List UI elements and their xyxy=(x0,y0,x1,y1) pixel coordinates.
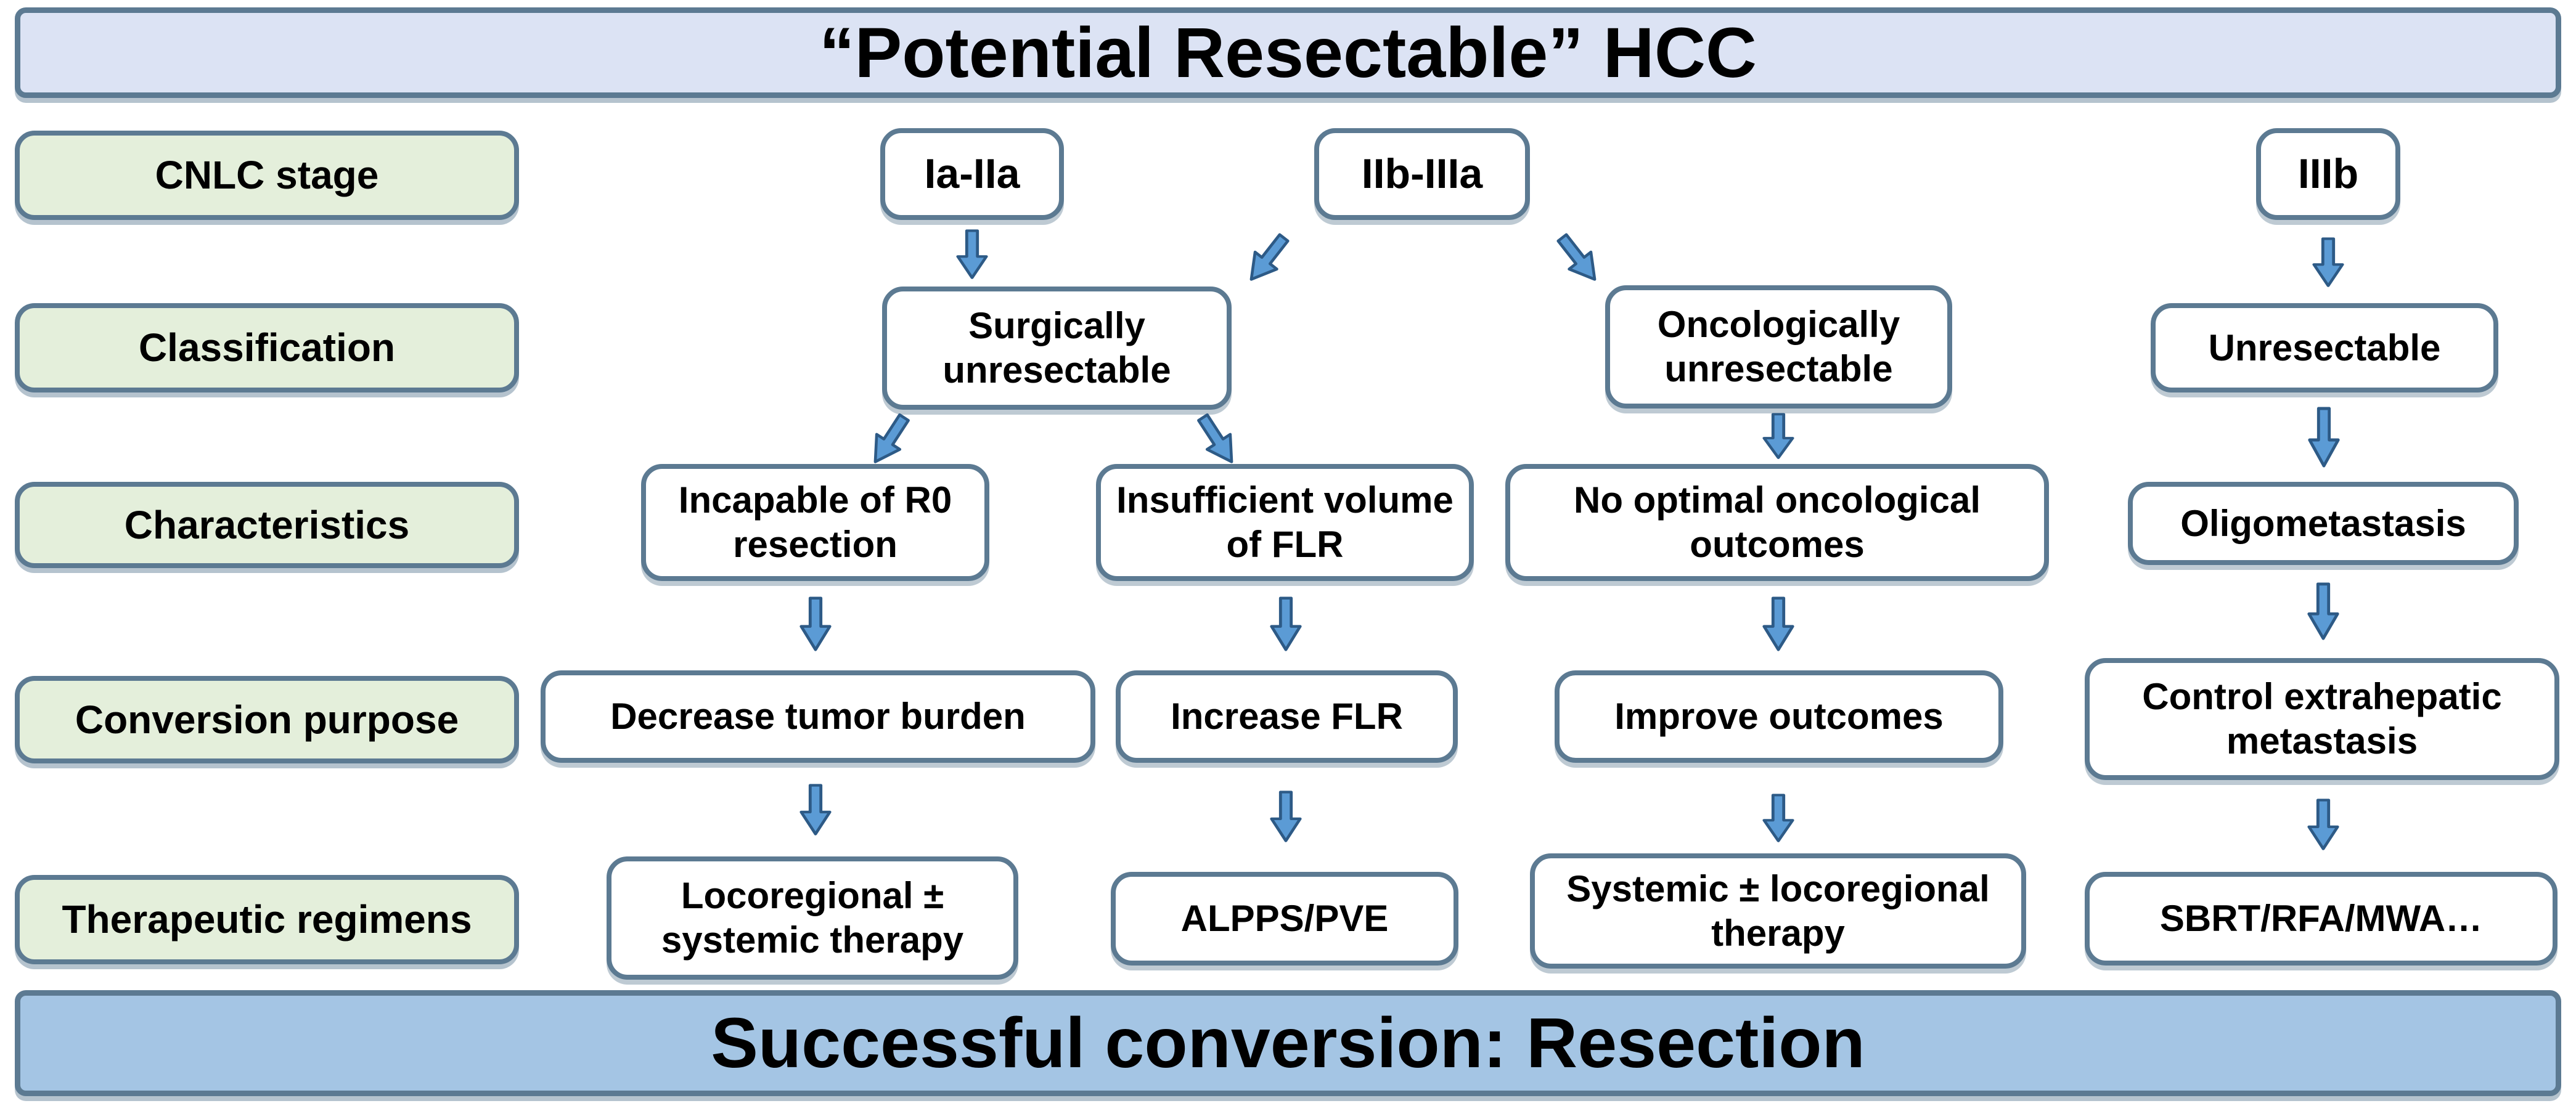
success-banner-text: Successful conversion: Resection xyxy=(711,1004,1865,1083)
node-text: Insufficient volume of FLR xyxy=(1116,479,1454,565)
row-label-text: Classification xyxy=(138,325,396,370)
node-locoregional-systemic-therapy: Locoregional ± systemic therapy xyxy=(607,856,1018,980)
node-text: Oligometastasis xyxy=(2180,502,2466,544)
node-text: Oncologically unresectable xyxy=(1657,304,1900,389)
row-label-cnlc-stage: CNLC stage xyxy=(15,131,519,220)
down-arrow-icon-improve-to-systemic xyxy=(1760,794,1796,843)
down-arrow-icon-iiib-to-unresectable xyxy=(2310,237,2346,288)
title-banner-text: “Potential Resectable” HCC xyxy=(819,13,1757,92)
node-surgically-unresectable: Surgically unresectable xyxy=(882,287,1232,410)
success-banner: Successful conversion: Resection xyxy=(15,990,2561,1096)
title-banner: “Potential Resectable” HCC xyxy=(15,7,2561,98)
node-text: Unresectable xyxy=(2208,327,2441,368)
node-systemic-locoregional-therapy: Systemic ± locoregional therapy xyxy=(1530,853,2026,969)
row-label-text: Conversion purpose xyxy=(75,697,459,742)
node-no-optimal-oncological-outcomes: No optimal oncological outcomes xyxy=(1505,464,2049,581)
diagonal-arrow-icon-surgically-to-insufficient xyxy=(1187,407,1247,473)
row-label-therapeutic-regimens: Therapeutic regimens xyxy=(15,875,519,964)
node-stage-iiib: IIIb xyxy=(2256,128,2400,220)
row-label-text: Therapeutic regimens xyxy=(62,897,472,942)
down-arrow-icon-unresectable-to-oligometastasis xyxy=(2306,407,2342,468)
node-text: IIIb xyxy=(2297,150,2359,197)
down-arrow-icon-incapable-to-decrease xyxy=(798,596,833,652)
node-text: No optimal oncological outcomes xyxy=(1573,479,1981,565)
down-arrow-icon-increase-to-alpps xyxy=(1268,791,1304,843)
node-text: Systemic ± locoregional therapy xyxy=(1566,868,1990,954)
node-decrease-tumor-burden: Decrease tumor burden xyxy=(541,670,1095,763)
node-incapable-r0-resection: Incapable of R0 resection xyxy=(641,464,989,581)
down-arrow-icon-ia-iia-to-surgically xyxy=(954,229,990,280)
node-text: ALPPS/PVE xyxy=(1180,898,1389,939)
down-arrow-icon-decrease-to-locoregional xyxy=(798,784,833,836)
node-text: Incapable of R0 resection xyxy=(678,479,952,565)
down-arrow-icon-oligometastasis-to-control xyxy=(2305,582,2341,641)
diagonal-arrow-icon-iib-iiia-to-surgically xyxy=(1237,226,1299,292)
node-increase-flr: Increase FLR xyxy=(1116,670,1458,763)
row-label-conversion-purpose: Conversion purpose xyxy=(15,676,519,763)
node-alpps-pve: ALPPS/PVE xyxy=(1111,872,1458,966)
node-oligometastasis: Oligometastasis xyxy=(2128,482,2519,565)
node-improve-outcomes: Improve outcomes xyxy=(1555,670,2003,763)
node-sbrt-rfa-mwa: SBRT/RFA/MWA… xyxy=(2085,872,2558,966)
node-text: Decrease tumor burden xyxy=(610,696,1026,737)
node-text: Improve outcomes xyxy=(1614,696,1944,737)
node-text: Surgically unresectable xyxy=(942,305,1171,391)
node-control-extrahepatic-metastasis: Control extrahepatic metastasis xyxy=(2085,658,2559,780)
down-arrow-icon-oncologically-to-no-optimal xyxy=(1760,413,1796,460)
node-text: Control extrahepatic metastasis xyxy=(2142,676,2502,762)
node-oncologically-unresectable: Oncologically unresectable xyxy=(1605,285,1952,409)
down-arrow-icon-control-to-sbrt xyxy=(2305,799,2341,851)
node-text: SBRT/RFA/MWA… xyxy=(2159,898,2483,939)
node-unresectable: Unresectable xyxy=(2151,303,2498,392)
node-insufficient-volume-flr: Insufficient volume of FLR xyxy=(1096,464,1474,581)
node-stage-ia-iia: Ia-IIa xyxy=(880,128,1064,220)
row-label-text: Characteristics xyxy=(124,502,410,547)
diagonal-arrow-icon-surgically-to-incapable xyxy=(859,407,919,473)
diagonal-arrow-icon-iib-iiia-to-oncologically xyxy=(1548,226,1610,292)
row-label-characteristics: Characteristics xyxy=(15,482,519,568)
node-text: Locoregional ± systemic therapy xyxy=(661,875,964,961)
row-label-classification: Classification xyxy=(15,303,519,392)
node-text: Ia-IIa xyxy=(924,150,1020,197)
node-text: IIb-IIIa xyxy=(1361,150,1483,197)
node-text: Increase FLR xyxy=(1171,696,1403,737)
down-arrow-icon-insufficient-to-increase xyxy=(1268,596,1304,652)
row-label-text: CNLC stage xyxy=(155,153,379,198)
down-arrow-icon-no-optimal-to-improve xyxy=(1760,596,1796,652)
node-stage-iib-iiia: IIb-IIIa xyxy=(1314,128,1530,220)
